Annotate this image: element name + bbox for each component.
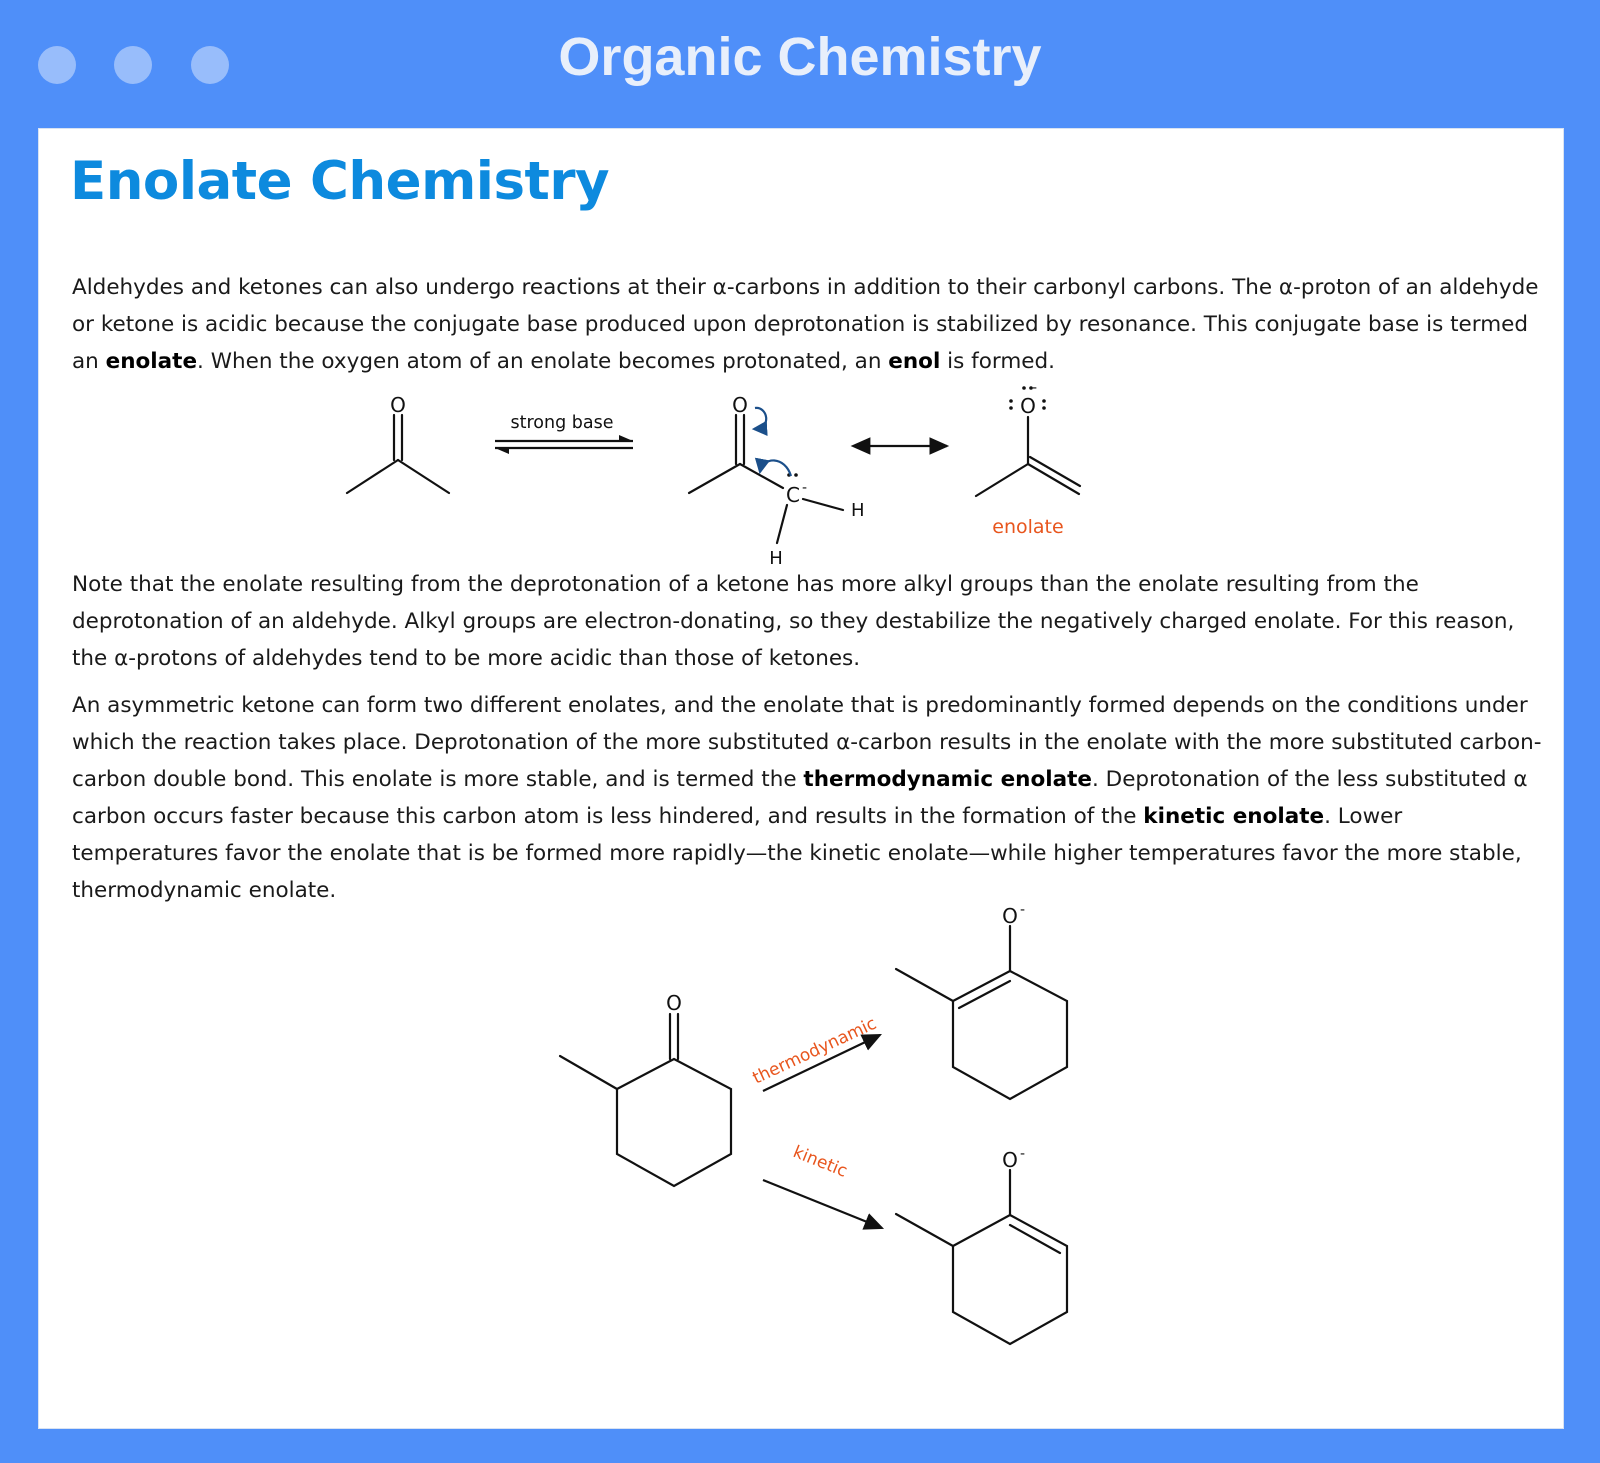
paragraph-enolate-intro: Aldehydes and ketones can also undergo r… [72, 269, 1542, 380]
window-titlebar: Organic Chemistry [0, 0, 1600, 127]
text-segment: . Lower temperatures favor the enolate t… [72, 804, 1522, 903]
acetone-structure: O [345, 393, 451, 495]
atom-o: O [1020, 394, 1036, 418]
text-segment: . When the oxygen atom of an enolate bec… [197, 349, 889, 374]
text-segment: An asymmetric ketone can form two differ… [72, 693, 1542, 792]
scheme-enolate-selectivity: O thermodynamic kinetic O - O - [558, 904, 1069, 1346]
term-kinetic-enolate: kinetic enolate [1143, 804, 1325, 829]
atom-o: O [732, 393, 748, 417]
paragraph-kinetic-thermodynamic: An asymmetric ketone can form two differ… [72, 687, 1542, 909]
atom-c: C [786, 483, 800, 507]
charge-minus: - [802, 480, 807, 496]
enolate-label: enolate [992, 516, 1063, 538]
atom-h: H [769, 548, 783, 569]
thermodynamic-arrow: thermodynamic [750, 1014, 882, 1092]
term-enolate: enolate [105, 349, 198, 374]
window-title: Organic Chemistry [558, 27, 1042, 87]
scheme-deprotonation: O strong base O C - H H [345, 384, 1082, 569]
term-enol: enol [888, 349, 941, 374]
kinetic-arrow: kinetic [762, 1142, 885, 1230]
atom-oxide: O [1002, 904, 1018, 928]
equilibrium-arrow: strong base [495, 413, 633, 454]
text-segment: Note that the enolate resulting from the… [72, 572, 1515, 671]
reagent-label: strong base [511, 413, 614, 433]
text-segment: is formed. [940, 349, 1055, 374]
text-segment: . Deprotonation of the less substituted … [72, 767, 1528, 829]
atom-oxide: O [1002, 1148, 1018, 1172]
charge-minus: - [1032, 384, 1037, 396]
kinetic-enolate-structure: O - [894, 1146, 1069, 1346]
atom-h: H [851, 500, 865, 521]
methylcyclohexanone-structure: O [558, 991, 733, 1188]
window-close-button[interactable] [38, 46, 76, 84]
window-maximize-button[interactable] [191, 46, 229, 84]
paragraph-alkyl-effect: Note that the enolate resulting from the… [72, 566, 1542, 677]
content-panel: Enolate Chemistry Aldehydes and ketones … [38, 128, 1564, 1429]
curved-arrow-icon [754, 457, 793, 477]
ketone-carbanion-structure: O C - H H [687, 393, 865, 569]
atom-o: O [666, 991, 682, 1015]
enolate-structure: O - enolate [974, 384, 1082, 538]
atom-o: O [390, 393, 406, 417]
window-minimize-button[interactable] [114, 46, 152, 84]
term-thermodynamic-enolate: thermodynamic enolate [803, 767, 1092, 792]
page-heading: Enolate Chemistry [70, 151, 610, 212]
text-segment: Aldehydes and ketones can also undergo r… [72, 275, 1539, 374]
charge-minus: - [1020, 904, 1025, 918]
curved-arrow-icon [751, 406, 768, 436]
thermodynamic-label: thermodynamic [750, 1014, 880, 1089]
kinetic-label: kinetic [790, 1142, 850, 1182]
charge-minus: - [1020, 1146, 1025, 1162]
thermodynamic-enolate-structure: O - [894, 904, 1069, 1101]
